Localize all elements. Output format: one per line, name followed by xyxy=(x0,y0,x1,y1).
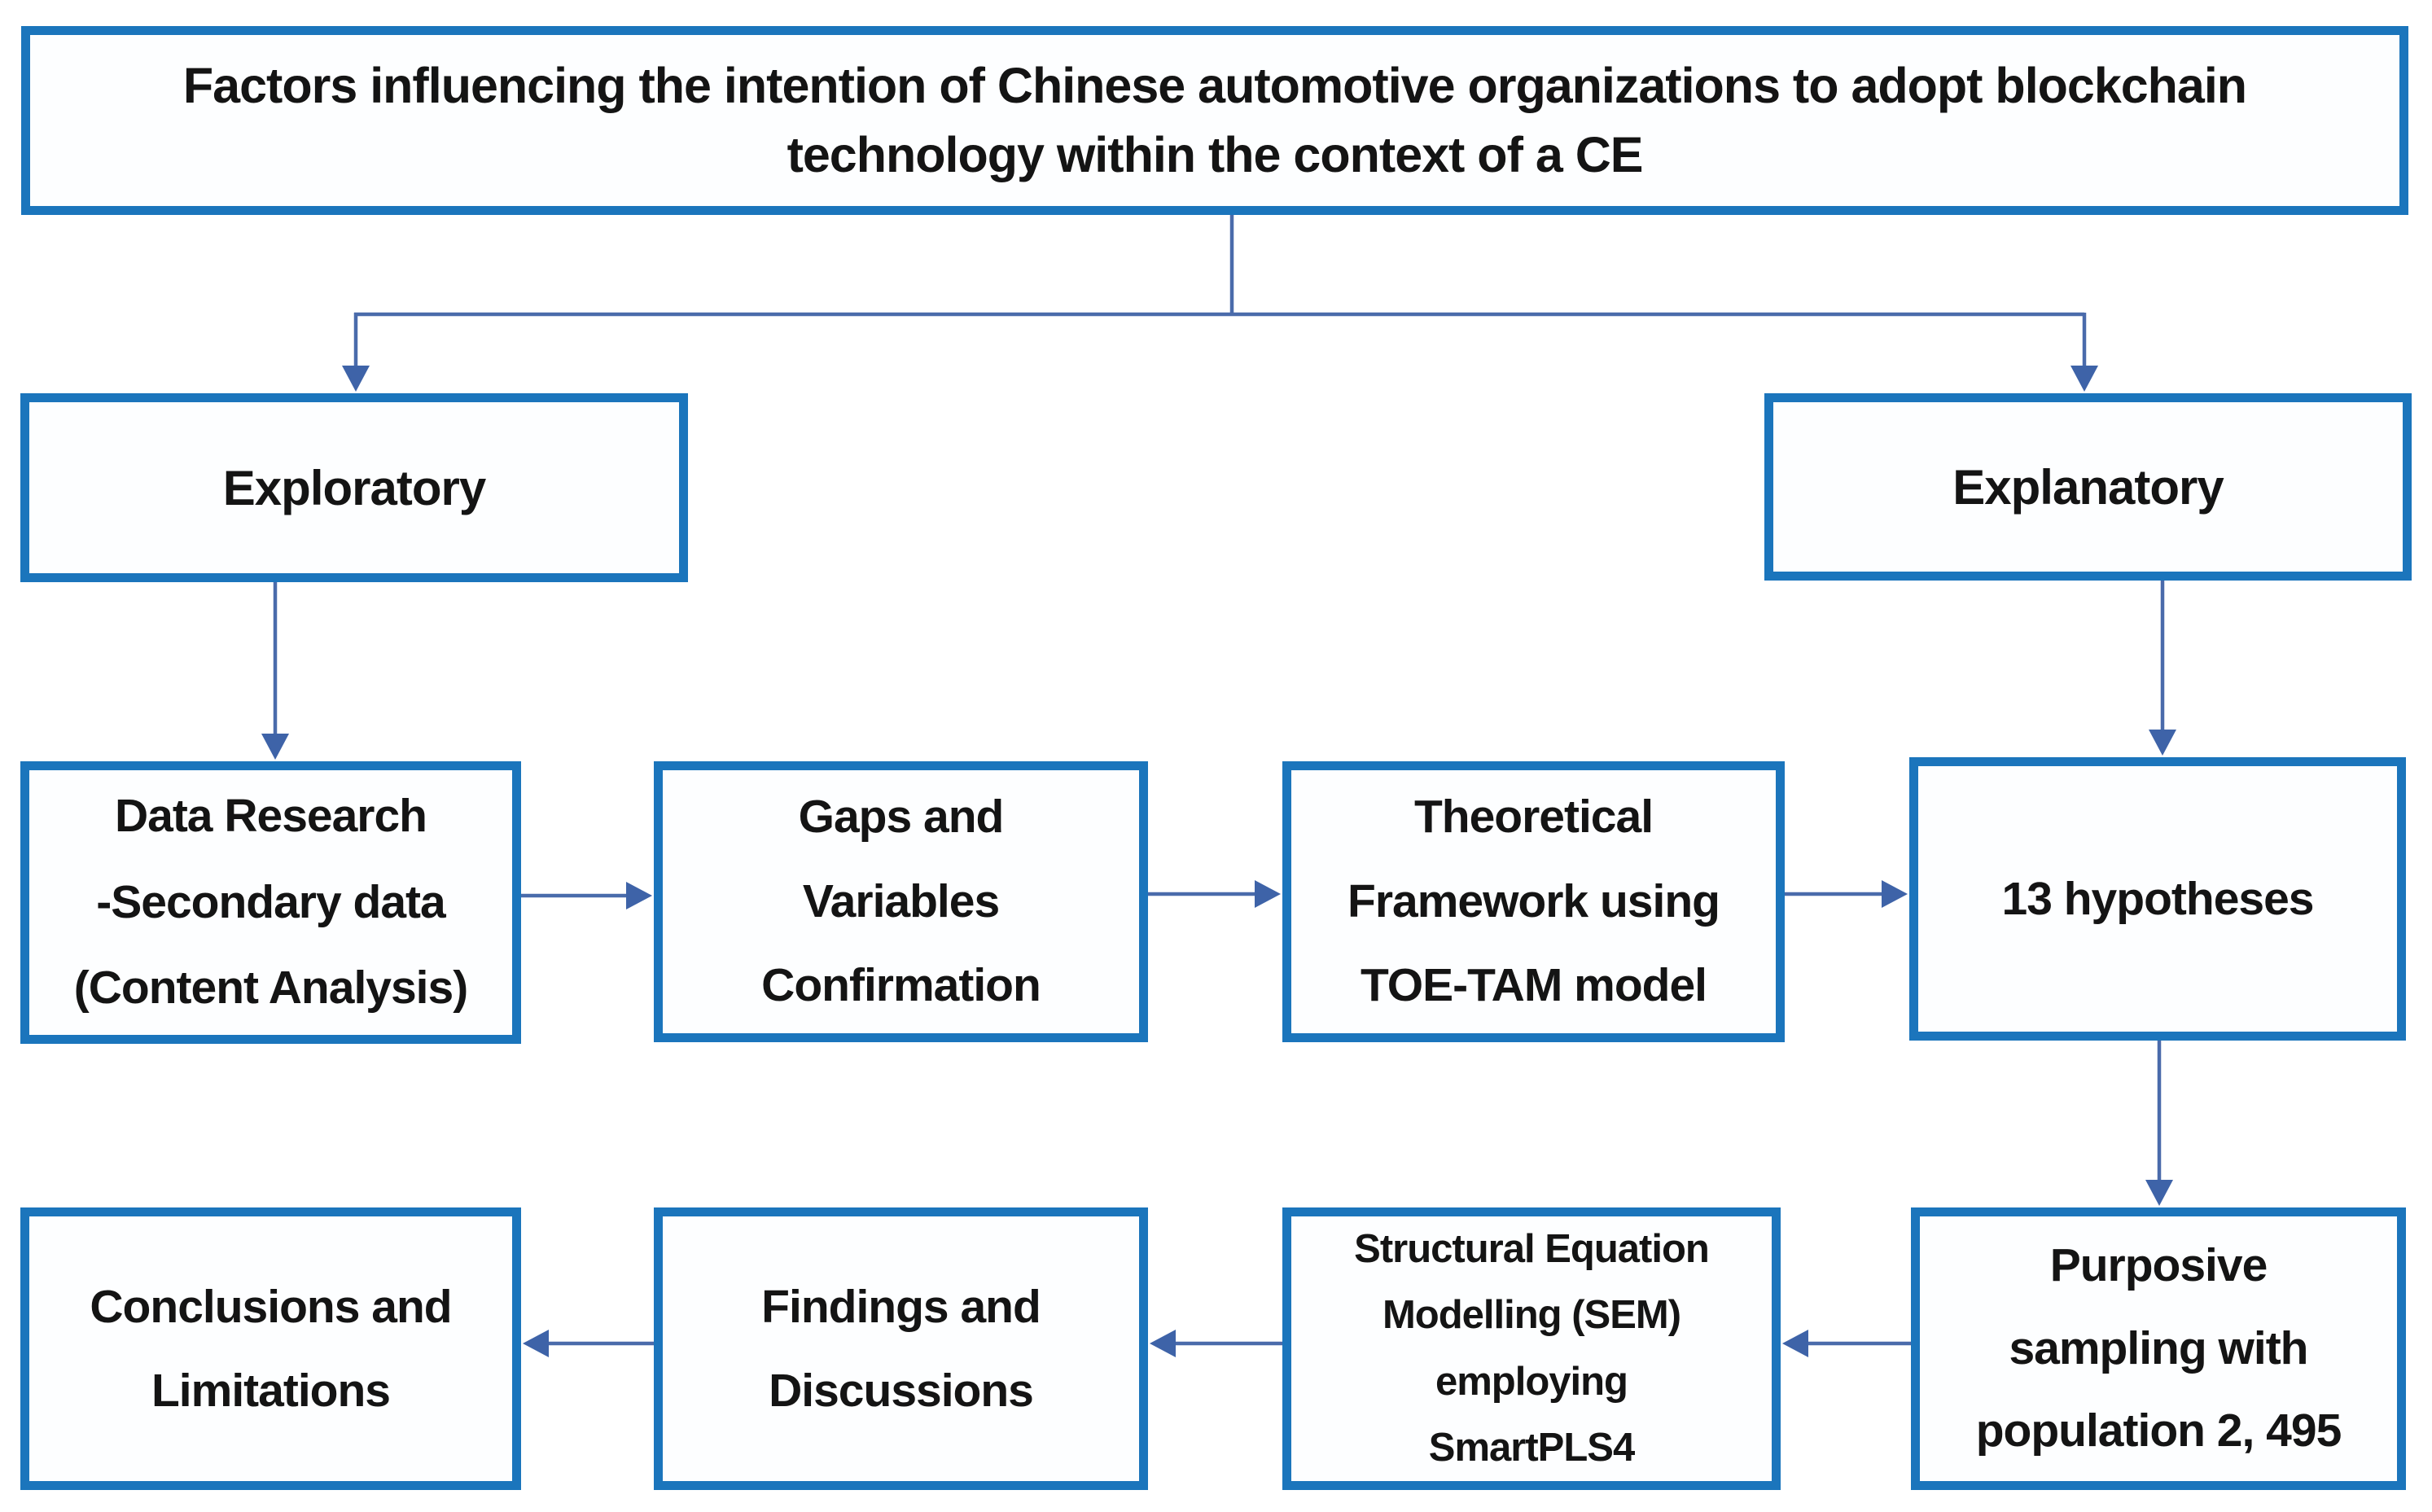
node-purposive-sampling: Purposive sampling with population 2, 49… xyxy=(1911,1207,2406,1490)
node-gaps-label: Gaps and Variables Confirmation xyxy=(761,790,1041,1012)
node-explanatory: Explanatory xyxy=(1764,393,2412,581)
node-title: Factors influencing the intention of Chi… xyxy=(21,26,2408,215)
node-purposive-label: Purposive sampling with population 2, 49… xyxy=(1975,1239,2342,1457)
node-explanatory-label: Explanatory xyxy=(1952,459,2224,515)
node-13-hypotheses: 13 hypotheses xyxy=(1909,757,2406,1041)
node-data-research: Data Research -Secondary data (Content A… xyxy=(20,761,521,1044)
node-exploratory: Exploratory xyxy=(20,393,688,582)
node-theoretical-framework: Theoretical Framework using TOE-TAM mode… xyxy=(1282,761,1785,1042)
node-data-research-label: Data Research -Secondary data (Content A… xyxy=(73,790,468,1015)
node-title-label: Factors influencing the intention of Chi… xyxy=(182,57,2247,182)
node-sem-label: Structural Equation Modelling (SEM) empl… xyxy=(1354,1226,1710,1470)
node-conclusions-label: Conclusions and Limitations xyxy=(90,1280,452,1417)
node-gaps-and-variables: Gaps and Variables Confirmation xyxy=(654,761,1148,1042)
node-sem: Structural Equation Modelling (SEM) empl… xyxy=(1282,1207,1781,1490)
node-conclusions: Conclusions and Limitations xyxy=(20,1207,521,1490)
node-exploratory-label: Exploratory xyxy=(222,460,486,515)
node-hypotheses-label: 13 hypotheses xyxy=(2001,873,2315,925)
node-findings: Findings and Discussions xyxy=(654,1207,1148,1490)
node-theoretical-label: Theoretical Framework using TOE-TAM mode… xyxy=(1347,790,1720,1012)
node-findings-label: Findings and Discussions xyxy=(761,1280,1041,1417)
